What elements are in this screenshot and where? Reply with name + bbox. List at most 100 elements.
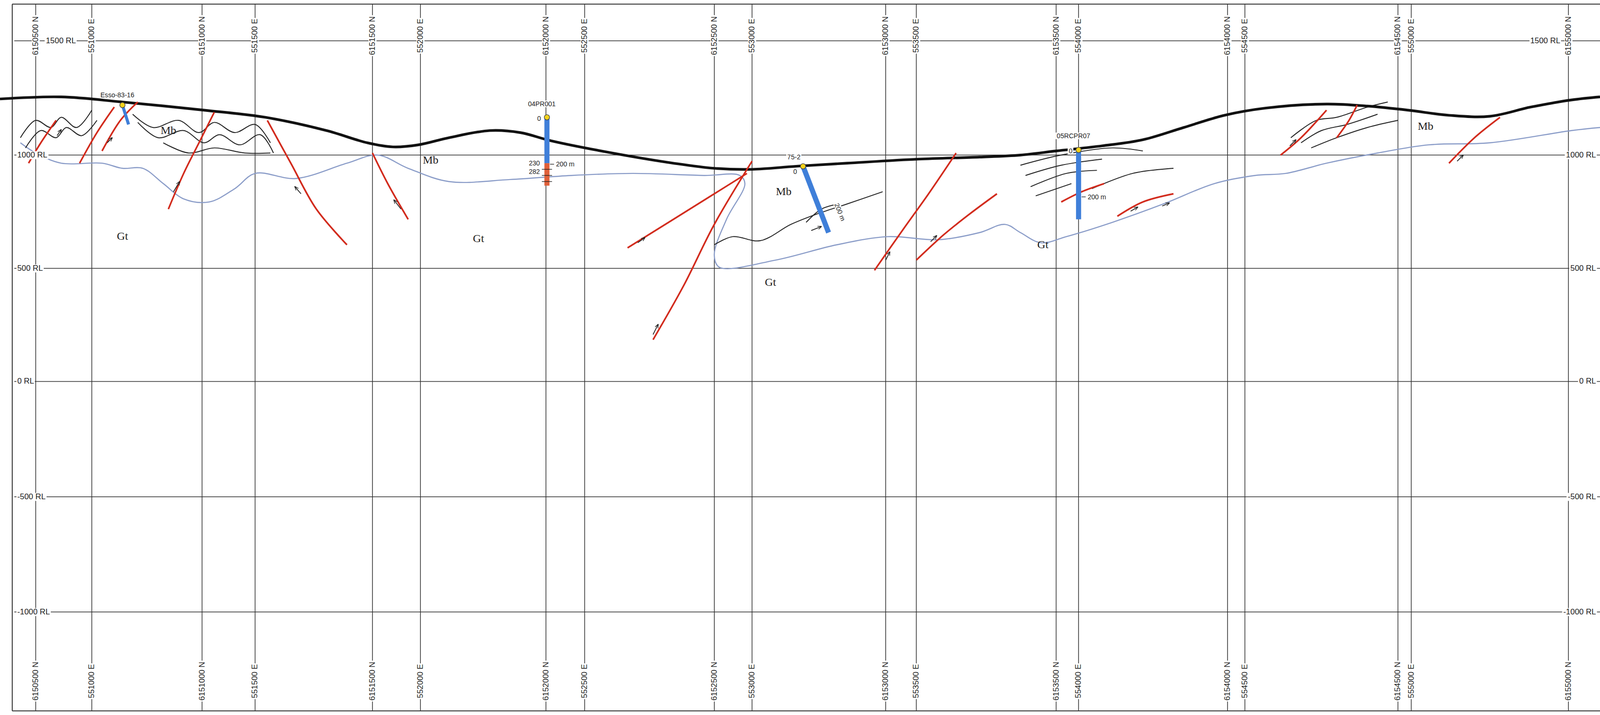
movement-arrow (811, 226, 822, 231)
grid-coordinate: 551000 E (87, 17, 96, 54)
elevation-label: 500 RL (1569, 264, 1597, 273)
movement-arrow (107, 137, 113, 143)
unit-contact (20, 127, 1600, 269)
fault-trace (874, 152, 957, 271)
elevation-label: 1500 RL (44, 36, 77, 45)
grid-line (14, 611, 1600, 613)
drillhole-label: Esso-83-16 (99, 91, 135, 99)
fault-trace (1280, 110, 1327, 155)
depth-tick (541, 169, 553, 170)
elevation-label: 1000 RL (16, 150, 49, 159)
grid-coordinate: 6154500 N (1394, 661, 1402, 703)
depth-tick (541, 181, 553, 183)
bedding-trace (25, 120, 97, 149)
elevation-label: -500 RL (1566, 492, 1597, 501)
grid-line (713, 4, 715, 712)
grid-coordinate: 6155000 N (1564, 15, 1573, 57)
frame-line (12, 710, 1600, 712)
grid-coordinate: 6155000 N (1564, 661, 1573, 703)
grid-coordinate: 6151500 N (368, 661, 377, 703)
depth-label: 282 (527, 167, 541, 175)
grid-coordinate: 6150500 N (31, 661, 40, 703)
fault-trace (267, 120, 347, 246)
movement-arrow (930, 235, 937, 242)
elevation-label: 500 RL (16, 264, 44, 273)
grid-line (1227, 4, 1228, 712)
grid-coordinate: 6153000 N (881, 15, 890, 57)
grid-line (1568, 4, 1569, 712)
elevation-label: -1000 RL (1562, 608, 1597, 617)
movement-arrow (294, 186, 301, 194)
drill-hole (1076, 150, 1082, 220)
grid-line (372, 4, 373, 712)
fault-trace (916, 193, 997, 261)
movement-arrow (173, 181, 180, 192)
unit-label: Mb (775, 186, 793, 198)
drill-hole (122, 105, 129, 125)
unit-label: Mb (1416, 120, 1434, 133)
unit-label: Mb (421, 154, 440, 167)
grid-line (1055, 4, 1057, 712)
drillhole-label: 04PR001 (527, 100, 557, 108)
grid-coordinate: 554500 E (1241, 663, 1250, 700)
grid-coordinate: 554500 E (1241, 17, 1250, 54)
bedding-trace (1025, 159, 1102, 176)
elevation-label: -500 RL (16, 492, 47, 501)
grid-coordinate: 554000 E (1074, 663, 1083, 700)
bedding-trace (20, 110, 92, 138)
drillhole-label: 75-2 (786, 153, 802, 161)
unit-label: Mb (159, 125, 177, 137)
grid-coordinate: 552000 E (416, 663, 425, 700)
drill-hole (544, 163, 550, 186)
grid-coordinate: 555000 E (1407, 663, 1416, 700)
depth-label: 200 m (832, 201, 847, 223)
movement-arrow (653, 324, 659, 335)
unit-label: Gt (1036, 239, 1050, 251)
grid-coordinate: 6154000 N (1223, 15, 1232, 57)
drill-hole (544, 117, 550, 164)
elevation-label: 1500 RL (1529, 36, 1562, 45)
grid-coordinate: 6153000 N (881, 661, 890, 703)
grid-coordinate: 6150500 N (31, 15, 40, 57)
grid-coordinate: 553500 E (912, 663, 921, 700)
bedding-trace (1300, 114, 1378, 143)
fault-trace (627, 173, 747, 248)
bedding-trace (714, 191, 883, 246)
elevation-label: 0 RL (16, 377, 36, 386)
grid-coordinate: 6154500 N (1394, 15, 1402, 57)
frame-line (12, 3, 1600, 5)
topographic-surface (0, 96, 1600, 170)
depth-tick (1081, 196, 1086, 198)
depth-label: 0 (536, 115, 542, 122)
grid-coordinate: 552500 E (580, 663, 589, 700)
fault-trace (1449, 117, 1500, 164)
elevation-label: -1000 RL (16, 608, 51, 617)
grid-coordinate: 6152000 N (541, 661, 550, 703)
frame-line (11, 4, 13, 712)
fault-trace (102, 102, 138, 151)
grid-line (751, 4, 753, 712)
grid-line (885, 4, 887, 712)
grid-coordinate: 6152500 N (710, 15, 719, 57)
grid-coordinate: 552000 E (416, 17, 425, 54)
bedding-trace (163, 142, 271, 154)
grid-coordinate: 554000 E (1074, 17, 1083, 54)
bedding-trace (137, 122, 274, 153)
drill-collar (800, 163, 806, 169)
movement-arrow (1457, 155, 1464, 162)
movement-arrow (885, 252, 890, 261)
bedding-trace (1092, 168, 1174, 189)
grid-coordinate: 552500 E (580, 17, 589, 54)
movement-arrow (1130, 206, 1138, 212)
drill-hole (803, 166, 829, 233)
grid-line (419, 4, 421, 712)
bedding-trace (1311, 120, 1398, 149)
grid-coordinate: 6153500 N (1052, 15, 1061, 57)
grid-line (254, 4, 256, 712)
grid-line (35, 4, 37, 712)
movement-arrow (1289, 139, 1296, 146)
depth-tick (549, 164, 555, 165)
bedding-trace (1035, 183, 1072, 197)
grid-coordinate: 6151000 N (198, 661, 206, 703)
depth-label: 0 (1068, 147, 1074, 155)
